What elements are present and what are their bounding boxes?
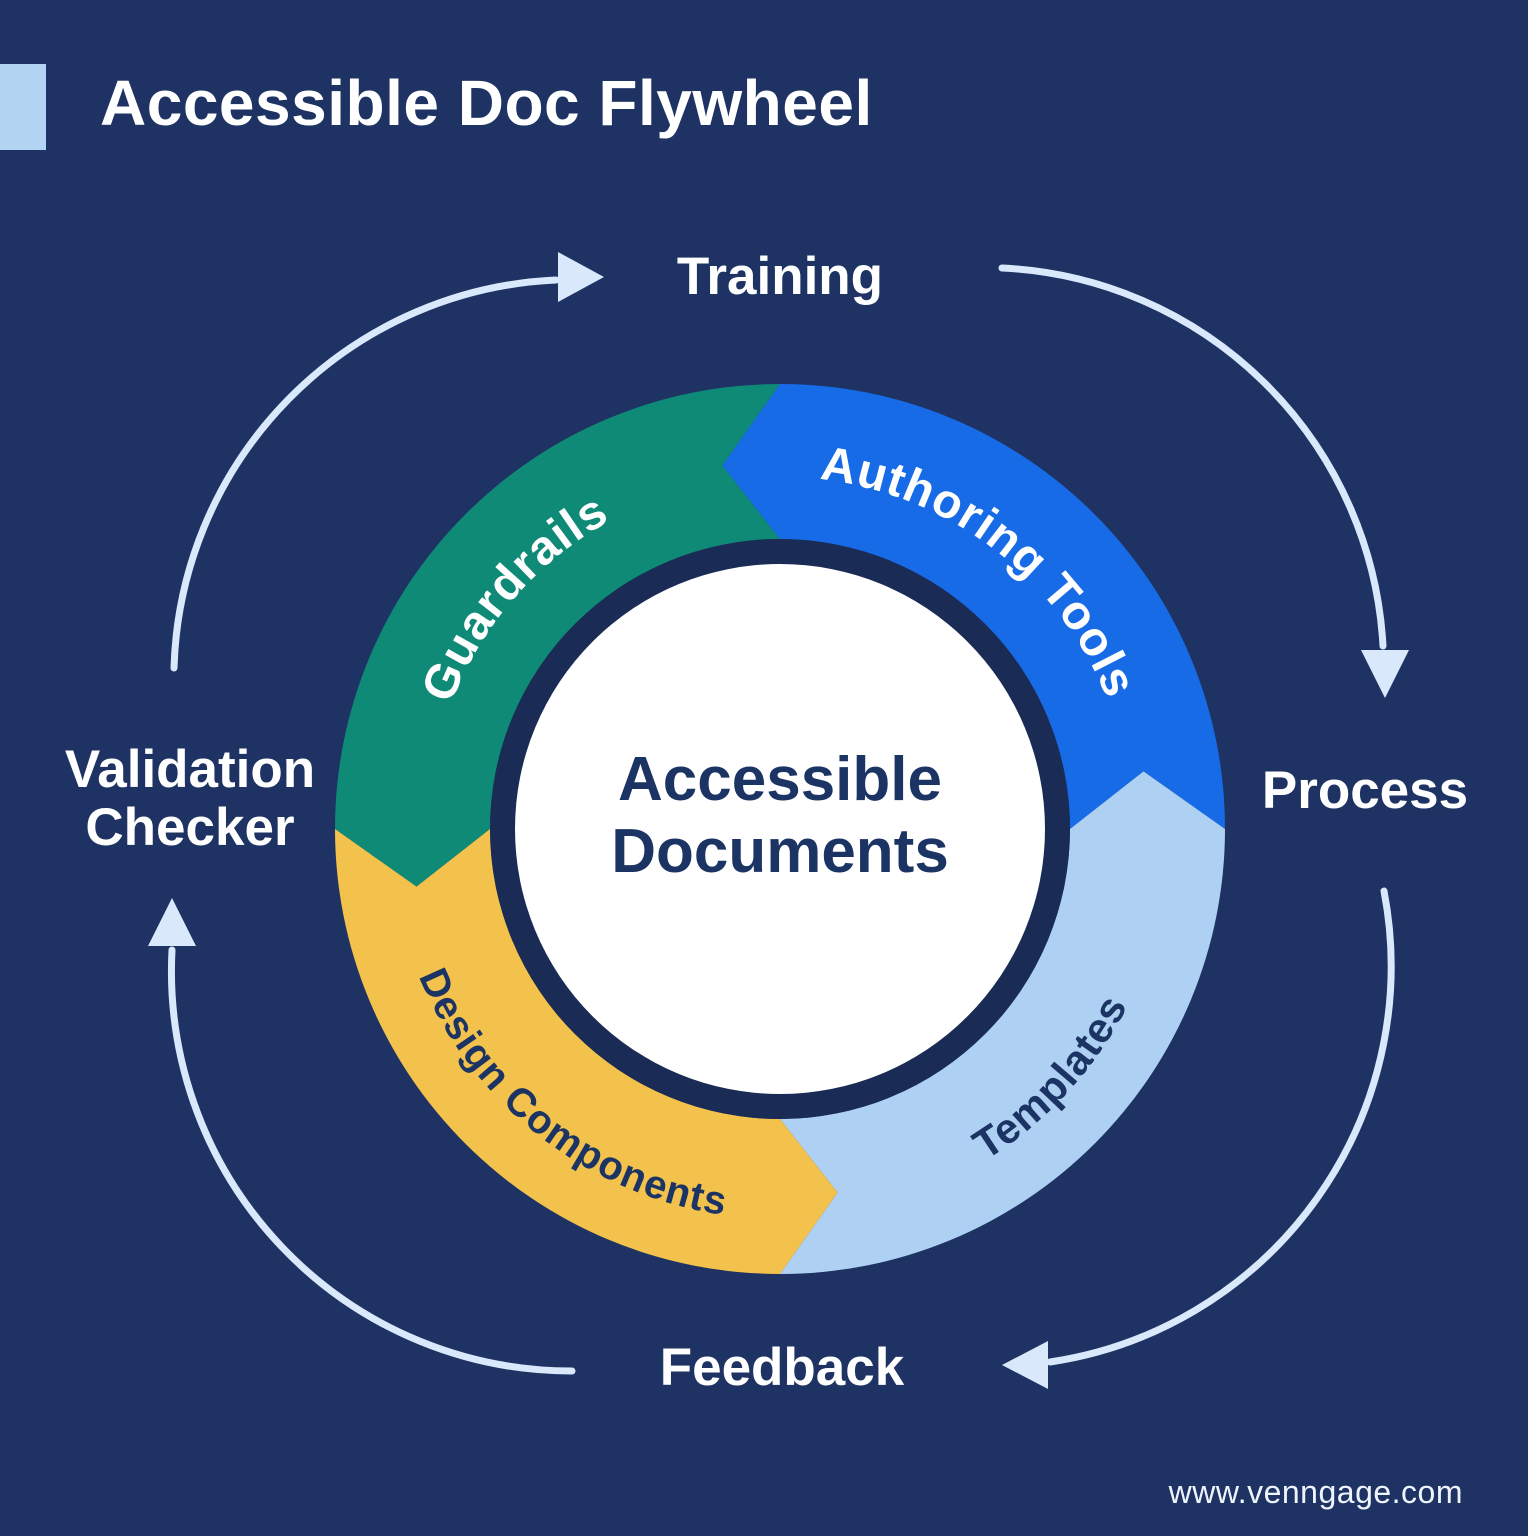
website-credit: www.venngage.com [1168, 1474, 1463, 1510]
hub-label-line2: Documents [611, 817, 949, 886]
segment-templates [780, 771, 1225, 1274]
arc-feedback-to-validation [167, 946, 576, 1375]
arrowhead-feedback [1002, 1341, 1048, 1389]
segment-authoring-tools [722, 384, 1225, 829]
segment-design-components [335, 829, 838, 1274]
hub-label-line1: Accessible [618, 745, 942, 814]
title-accent-square [0, 64, 46, 150]
outer-label-feedback: Feedback [660, 1338, 905, 1397]
arc-process-to-feedback [1046, 887, 1395, 1366]
hub-circle [515, 564, 1045, 1094]
segment-guardrails [335, 384, 780, 887]
outer-label-validation-line2: Checker [85, 798, 294, 857]
page-title: Accessible Doc Flywheel [100, 67, 873, 139]
outer-label-validation-line1: Validation [65, 740, 315, 799]
arc-validation-to-training [170, 276, 560, 672]
arrowhead-validation [148, 898, 196, 946]
arrowhead-training [558, 252, 604, 302]
arrowhead-process [1361, 650, 1409, 698]
outer-label-process: Process [1262, 761, 1468, 820]
arc-training-to-process [998, 264, 1387, 650]
outer-label-training: Training [677, 247, 883, 306]
